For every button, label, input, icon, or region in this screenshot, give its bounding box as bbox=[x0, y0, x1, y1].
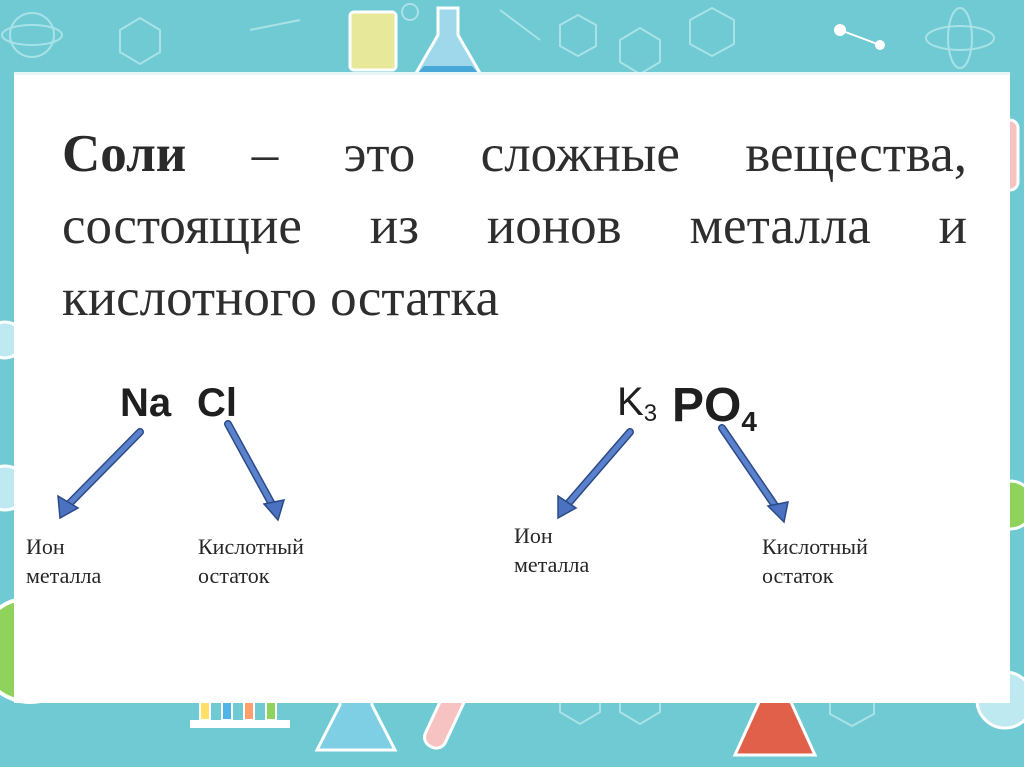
arrow-k-to-metal-ion bbox=[557, 428, 634, 520]
term-salts: Соли bbox=[62, 125, 187, 183]
label-metal-ion-1-line2: металла bbox=[26, 563, 102, 588]
definition-body: – это сложные вещества, состоящие из ион… bbox=[62, 125, 967, 327]
formula-cl: Cl bbox=[197, 381, 237, 425]
formula-po-index: 4 bbox=[741, 406, 757, 437]
formula-k-symbol: K bbox=[617, 380, 644, 424]
beaker-icon bbox=[348, 10, 398, 72]
arrow-na-to-metal-ion bbox=[57, 428, 144, 520]
label-acid-residue-2-line1: Кислотный bbox=[762, 534, 868, 559]
label-metal-ion-1-line1: Ион bbox=[26, 534, 65, 559]
formula-k: K3 bbox=[617, 380, 657, 428]
label-metal-ion-1: Ион металла bbox=[26, 532, 101, 590]
label-acid-residue-2: Кислотный остаток bbox=[762, 532, 868, 590]
label-acid-residue-2-line2: остаток bbox=[762, 563, 834, 588]
label-acid-residue-1-line2: остаток bbox=[198, 563, 270, 588]
slide-content-area bbox=[14, 72, 1010, 703]
molecule-doodles-top bbox=[1, 3, 995, 76]
label-metal-ion-2-line1: Ион bbox=[514, 523, 553, 548]
label-acid-residue-1-line1: Кислотный bbox=[198, 534, 304, 559]
formula-po-symbol: PO bbox=[672, 379, 742, 432]
formula-k-index: 3 bbox=[643, 400, 658, 427]
definition-text: Соли – это сложные вещества, состоящие и… bbox=[62, 118, 967, 334]
label-metal-ion-2-line2: металла bbox=[514, 552, 590, 577]
label-metal-ion-2: Ион металла bbox=[514, 521, 589, 579]
arrow-po4-to-acid-residue bbox=[718, 424, 789, 524]
formula-po: PO4 bbox=[672, 378, 757, 438]
label-acid-residue-1: Кислотный остаток bbox=[198, 532, 304, 590]
arrow-cl-to-acid-residue bbox=[224, 420, 286, 522]
formula-na: Na bbox=[120, 381, 172, 425]
